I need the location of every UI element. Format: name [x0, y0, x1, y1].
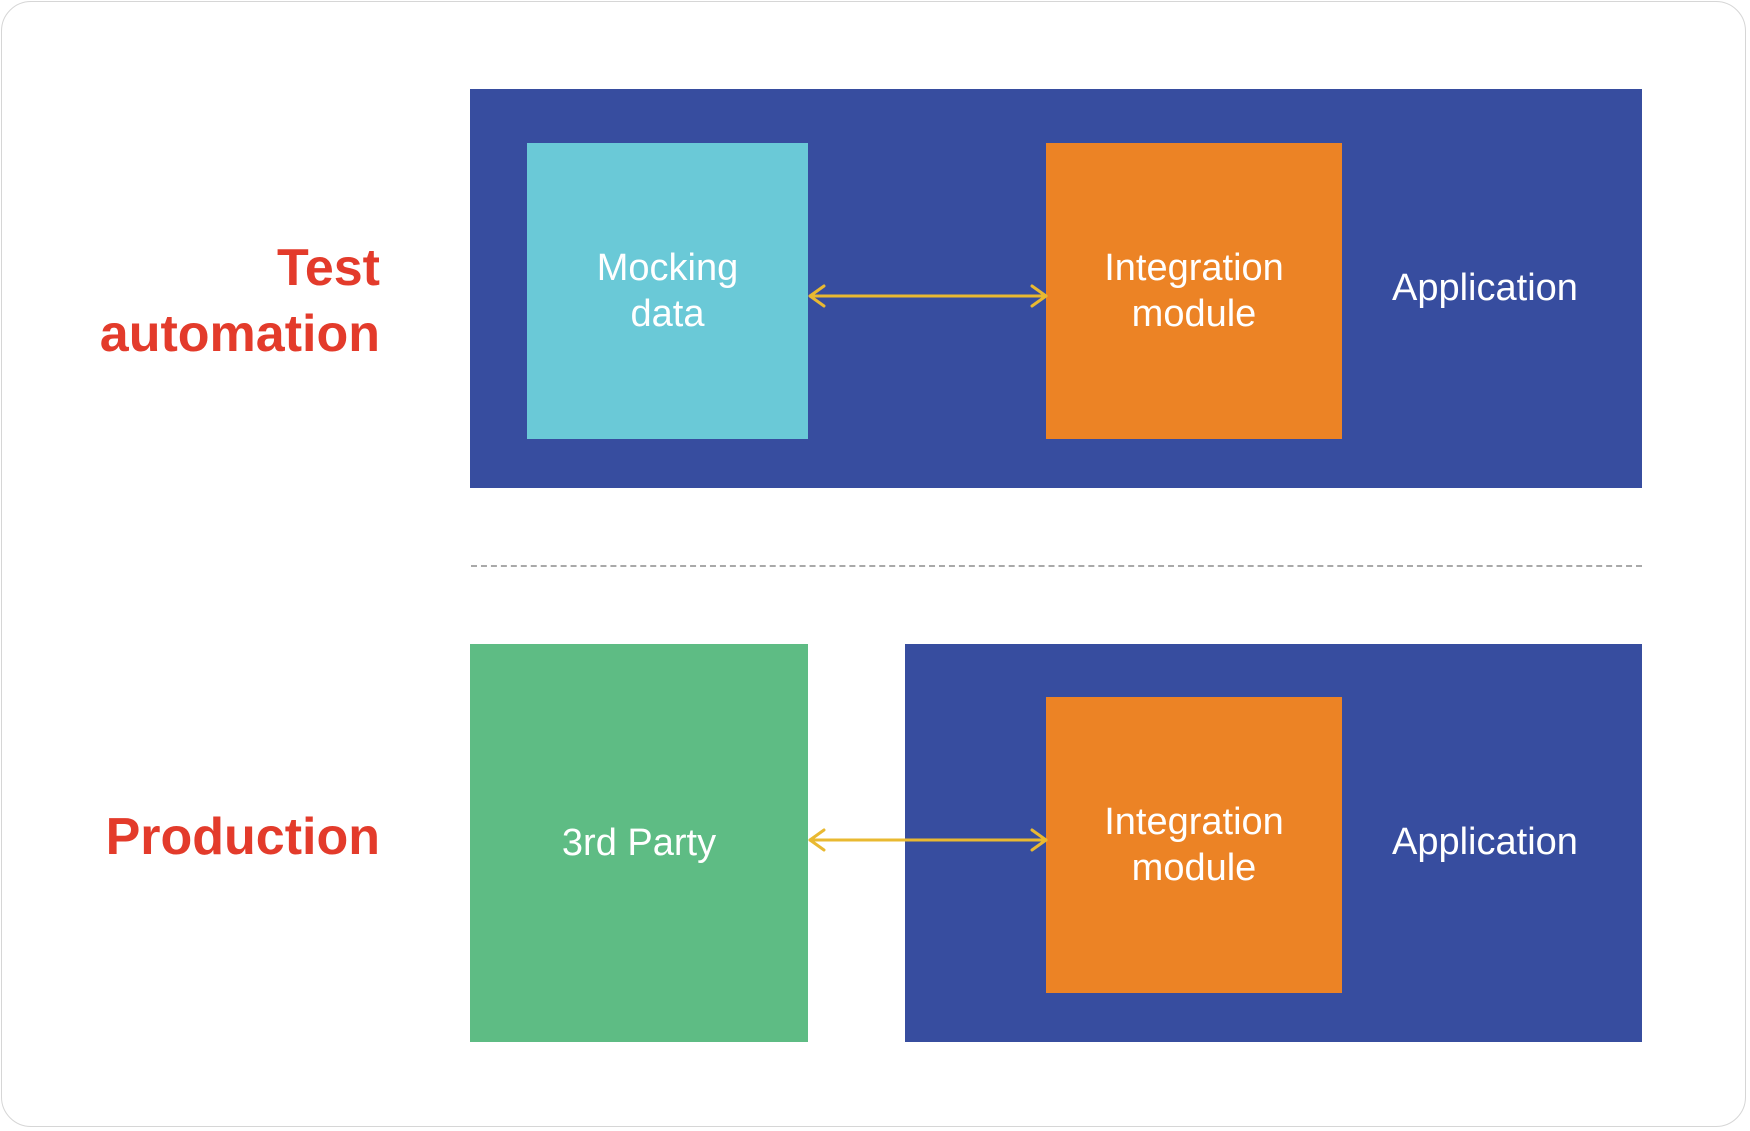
production-integration-module-box: Integration module	[1046, 697, 1342, 993]
third-party-box: 3rd Party	[470, 644, 808, 1042]
test-connector-arrow	[808, 284, 1048, 308]
mocking-data-box: Mocking data	[527, 143, 808, 439]
test-automation-label: Test automation	[99, 239, 380, 363]
section-divider	[471, 565, 1642, 567]
production-label: Production	[105, 808, 380, 866]
production-connector-arrow	[808, 828, 1048, 852]
production-application-label: Application	[1392, 821, 1578, 863]
test-application-label: Application	[1392, 267, 1578, 309]
test-integration-module-box: Integration module	[1046, 143, 1342, 439]
